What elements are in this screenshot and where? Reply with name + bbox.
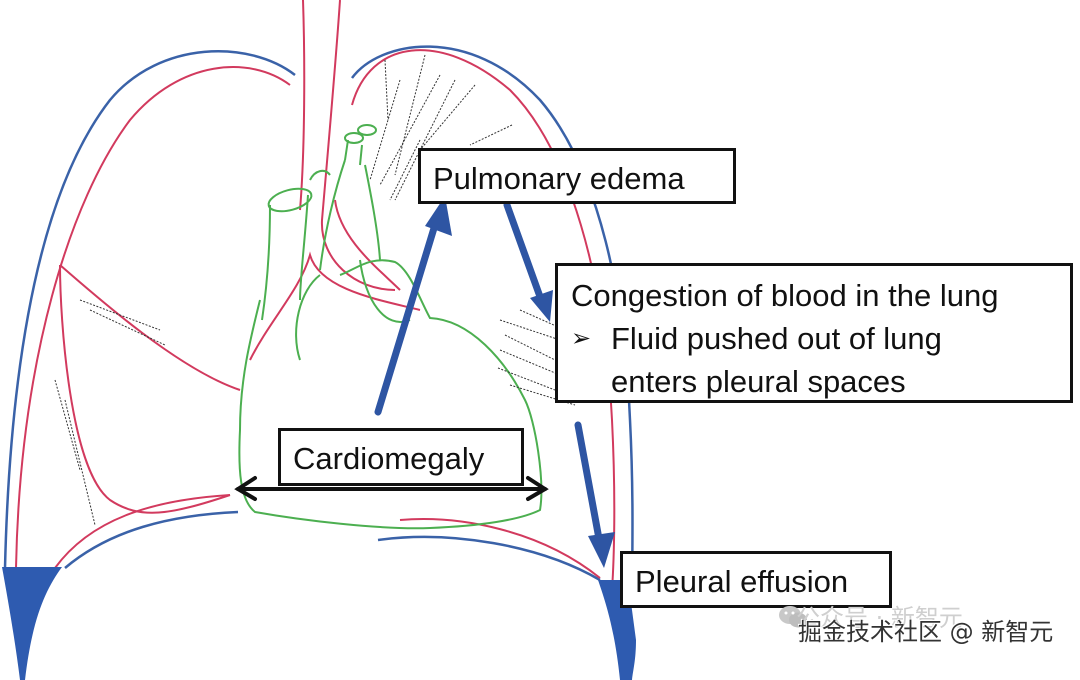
trachea-left	[299, 0, 306, 211]
congestion-bullet: ➢ Fluid pushed out of lung	[571, 317, 1070, 360]
heart	[238, 259, 543, 530]
aortic-vessel-2	[357, 124, 377, 136]
wechat-icon	[779, 606, 807, 628]
cardiomegaly-width-arrow	[234, 476, 549, 501]
cardiomegaly-text: Cardiomegaly	[293, 441, 485, 476]
congestion-bullet-line1: Fluid pushed out of lung	[611, 321, 942, 356]
bronchus-right	[334, 199, 401, 291]
arrowhead-up	[425, 196, 452, 236]
right-lung-base	[399, 518, 601, 579]
edema-hatching	[54, 54, 576, 526]
left-effusion	[2, 567, 62, 680]
watermark-text: 掘金技术社区 @ 新智元	[798, 618, 1054, 646]
heart-outline	[238, 124, 543, 530]
pleural-effusion-text: Pleural effusion	[635, 564, 849, 599]
pulmonary-artery	[309, 169, 331, 181]
ventricle-line	[295, 259, 411, 361]
trachea-right	[320, 0, 396, 291]
left-lung-base	[54, 494, 231, 569]
left-lung-fissure	[59, 264, 241, 391]
watermark-background-text: 公众号 · 新智元	[796, 604, 963, 632]
pulmonary-edema-label: Pulmonary edema	[418, 148, 736, 204]
hilum-left	[249, 251, 421, 361]
left-lung-lower	[59, 264, 231, 514]
left-lung	[15, 66, 291, 569]
left-pleura-base	[64, 510, 239, 569]
svc	[261, 194, 309, 321]
pleura-outline	[3, 45, 634, 601]
arrow-cardio-to-edema	[374, 211, 442, 416]
flow-arrows	[374, 201, 606, 559]
arrow-bullet-icon: ➢	[571, 325, 592, 352]
right-pleura-base	[377, 535, 601, 582]
aortic-vessel-1	[344, 132, 364, 144]
lung-outline	[15, 0, 616, 591]
pleural-effusion-label: Pleural effusion	[620, 551, 892, 608]
right-pleura	[350, 45, 634, 601]
cardiomegaly-label: Cardiomegaly	[278, 428, 524, 486]
right-lung	[351, 49, 616, 591]
pulmonary-edema-text: Pulmonary edema	[433, 161, 685, 196]
congestion-title: Congestion of blood in the lung	[571, 278, 999, 313]
arrow-edema-to-congestion	[503, 201, 547, 309]
arrow-congestion-to-effusion	[574, 421, 606, 559]
arrowhead-down-1	[530, 290, 553, 322]
arrowheads	[425, 196, 615, 568]
svc-vessel	[267, 187, 313, 213]
left-pleura	[3, 50, 296, 569]
congestion-bullet-line2: enters pleural spaces	[611, 364, 906, 399]
congestion-label: Congestion of blood in the lung ➢ Fluid …	[555, 263, 1073, 403]
arrowhead-down-2	[588, 532, 615, 568]
aorta	[319, 139, 381, 271]
